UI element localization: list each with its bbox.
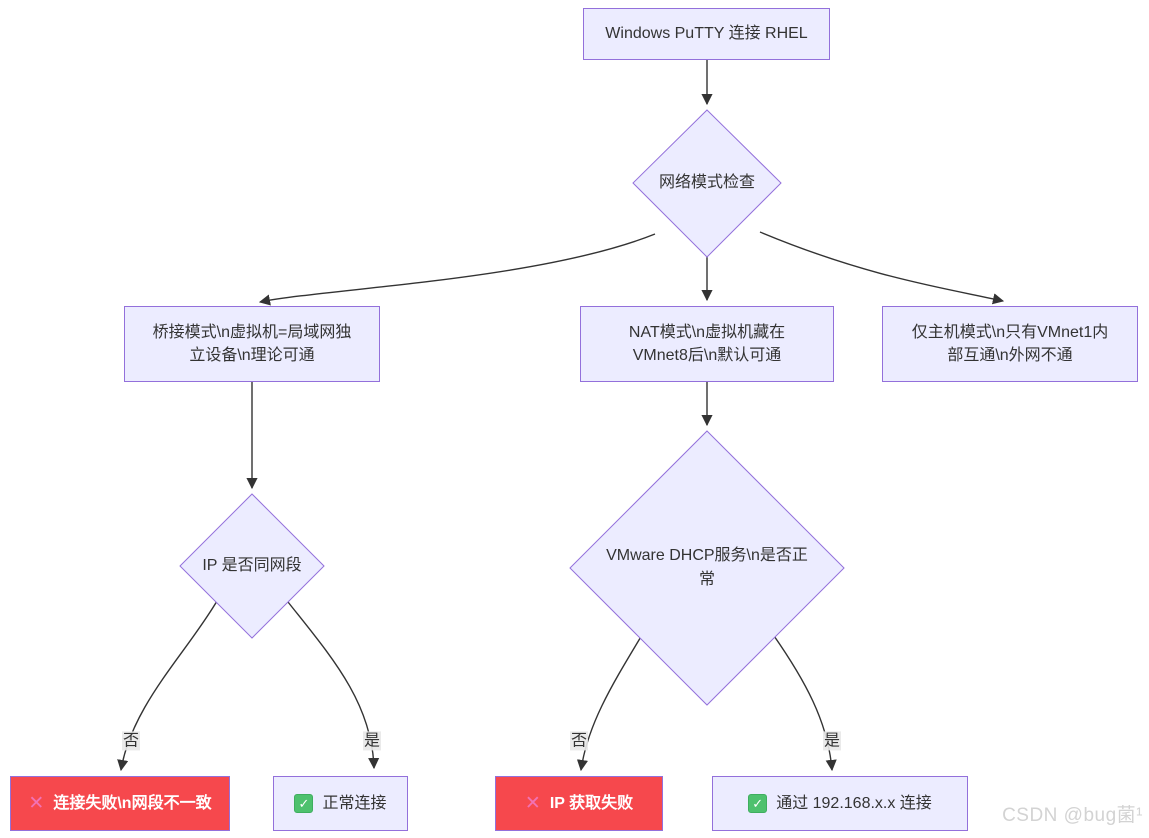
node-bridge-mode: 桥接模式\n虚拟机=局域网独 立设备\n理论可通	[124, 306, 380, 382]
node-start: Windows PuTTY 连接 RHEL	[583, 8, 830, 60]
node-ok-nat: ✓ 通过 192.168.x.x 连接	[712, 776, 968, 831]
check-icon: ✓	[748, 794, 768, 813]
node-fail-subnet: ✕ 连接失败\n网段不一致	[10, 776, 230, 831]
edge-dhcpcheck-no	[576, 629, 646, 772]
node-ok-nat-label: 通过 192.168.x.x 连接	[776, 794, 932, 812]
node-fail-ip-label: IP 获取失败	[549, 794, 634, 812]
cross-icon: ✕	[28, 792, 45, 814]
edge-ipcheck-yes	[287, 601, 380, 770]
node-bridge-mode-label: 桥接模式\n虚拟机=局域网独 立设备\n理论可通	[152, 323, 352, 364]
node-ok-connect-label: 正常连接	[322, 794, 387, 812]
branch-label-dhcp-yes: 是	[822, 731, 842, 751]
node-hostonly-mode-label: 仅主机模式\n只有VMnet1内 部互通\n外网不通	[911, 323, 1109, 364]
node-start-label: Windows PuTTY 连接 RHEL	[605, 25, 808, 43]
branch-label-dhcp-no: 否	[569, 731, 589, 751]
branch-label-ip-no: 否	[121, 731, 141, 751]
check-icon: ✓	[294, 794, 314, 813]
node-nat-mode: NAT模式\n虚拟机藏在 VMnet8后\n默认可通	[580, 306, 834, 382]
csdn-watermark: CSDN @bug菌¹	[1002, 805, 1143, 826]
branch-label-ip-yes: 是	[362, 731, 382, 751]
node-ok-connect: ✓ 正常连接	[273, 776, 408, 831]
decision-network-mode-shape	[632, 109, 782, 258]
node-fail-subnet-label: 连接失败\n网段不一致	[53, 794, 212, 812]
node-hostonly-mode: 仅主机模式\n只有VMnet1内 部互通\n外网不通	[882, 306, 1138, 382]
edge-modecheck-to-bridge	[258, 233, 656, 306]
decision-ip-subnet-shape	[179, 493, 325, 639]
cross-icon: ✕	[524, 792, 541, 814]
edge-modecheck-to-hostonly	[759, 231, 1005, 305]
node-fail-ip: ✕ IP 获取失败	[495, 776, 663, 831]
decision-dhcp-shape	[569, 430, 845, 706]
edge-dhcpcheck-yes	[771, 632, 837, 772]
node-nat-mode-label: NAT模式\n虚拟机藏在 VMnet8后\n默认可通	[628, 323, 786, 364]
